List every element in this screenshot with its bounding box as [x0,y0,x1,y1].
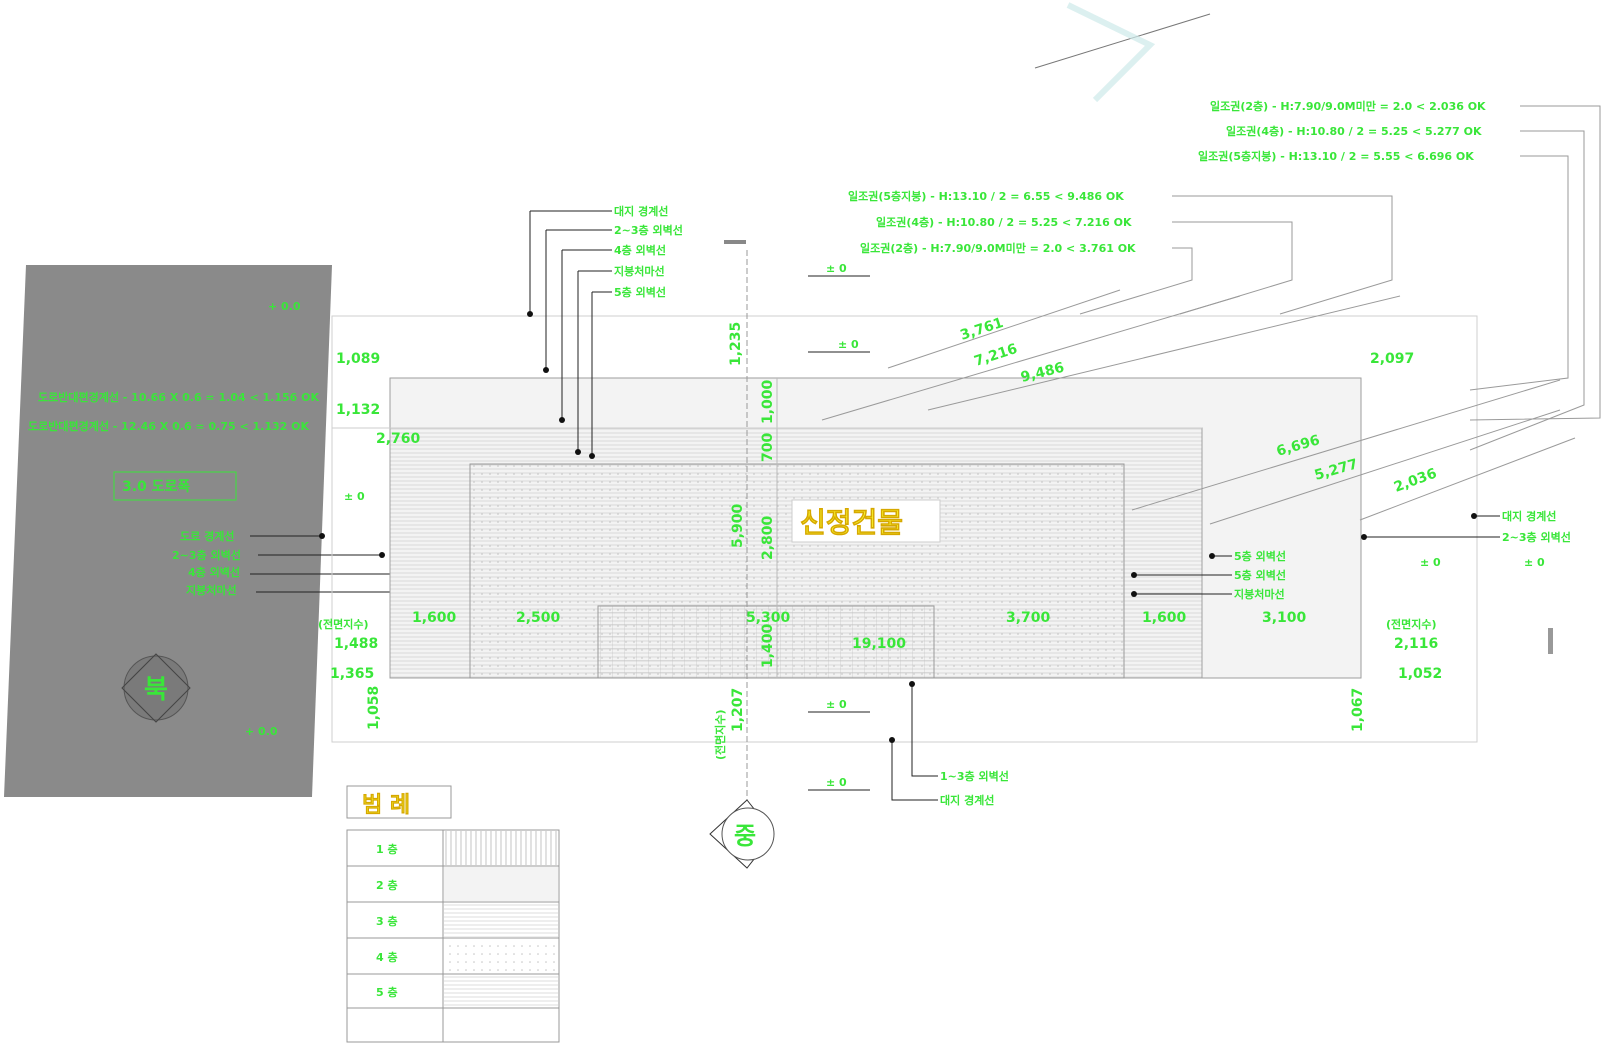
level-5: ± 0 [1524,556,1545,569]
setback-top-2: 일조권(4층) - H:10.80 / 2 = 5.25 < 5.277 OK [1226,124,1482,138]
level-1: ± 0 [826,262,847,275]
corner-left-label: (전면지수) [318,617,369,631]
dim-1600a: 1,600 [412,610,457,626]
legend-row-3: 3 층 [376,914,398,928]
level-marks: ± 0 ± 0 ± 0 ± 0 ± 0 ± 0 ± 0 [344,262,1545,791]
dim-1067: 1,067 [1350,688,1366,732]
corner-right-label: (전면지수) [1386,617,1437,631]
setback-mid-1: 일조권(5층지붕) - H:13.10 / 2 = 6.55 < 9.486 O… [848,189,1124,203]
bottom-callouts: 1~3층 외벽선 대지 경계선 [889,681,1009,807]
top-left-callouts: 대지 경계선 2~3층 외벽선 4층 외벽선 지붕처마선 5층 외벽선 [527,204,683,459]
far-right-label-2: 2~3층 외벽선 [1502,530,1571,544]
setback-notes-top: 일조권(2층) - H:7.90/9.0M미만 = 2.0 < 2.036 OK… [1198,99,1601,451]
north-compass: 북 [121,653,191,723]
north-arrow-decoration [1034,2,1211,103]
dim-1365: 1,365 [330,666,374,682]
grey-level-2: + 0.0 [245,725,278,738]
grey-note-2: 도로반대편경계선 - 12.46 X 0.6 = 0.75 < 1.132 OK [28,419,309,433]
road-width-label: 3.0 도로폭 [122,479,190,495]
grey-label-3: 4층 외벽선 [188,565,240,579]
dim-5900: 5,900 [730,503,746,548]
dim-1052: 1,052 [1398,666,1442,682]
dim-1235: 1,235 [728,322,744,366]
dim-1600b: 1,600 [1142,610,1187,626]
right-label-3: 지붕처마선 [1234,587,1285,601]
level-6: ± 0 [826,698,847,711]
dim-2036: 2,036 [1392,466,1439,496]
dim-1400: 1,400 [760,623,776,668]
dim-7216: 7,216 [972,341,1019,370]
legend-row-5: 5 층 [376,985,398,999]
grey-label-1: 도로 경계선 [180,529,234,543]
setback-top-1: 일조권(2층) - H:7.90/9.0M미만 = 2.0 < 2.036 OK [1210,99,1486,113]
center-marker: 중 [709,799,775,869]
setback-top-3: 일조권(5층지붕) - H:13.10 / 2 = 5.55 < 6.696 O… [1198,149,1474,163]
level-3: ± 0 [344,490,365,503]
legend-title: 범 례 [362,793,410,818]
dim-1089: 1,089 [336,351,380,367]
right-callouts: 5층 외벽선 5층 외벽선 지붕처마선 대지 경계선 2~3층 외벽선 [1131,509,1571,654]
tl-label-3: 4층 외벽선 [614,243,666,257]
road-width-box [113,471,237,501]
dim-700: 700 [760,433,776,462]
legend: 범 례 1 층 2 층 3 층 4 층 5 층 [346,785,560,1043]
legend-row-2: 2 층 [376,878,398,892]
setback-mid-3: 일조권(2층) - H:7.90/9.0M미만 = 2.0 < 3.761 OK [860,241,1136,255]
bottom-label-1: 1~3층 외벽선 [940,769,1009,783]
tl-label-5: 5층 외벽선 [614,285,666,299]
setback-mid-2: 일조권(4층) - H:10.80 / 2 = 5.25 < 7.216 OK [876,215,1132,229]
site-boundary [331,315,1478,743]
legend-row-1: 1 층 [376,842,398,856]
grey-label-4: 지붕처마선 [186,583,237,597]
center-symbol: 중 [734,822,756,850]
grey-label-2: 2~3층 외벽선 [172,548,241,562]
far-right-label-1: 대지 경계선 [1502,509,1556,523]
corner-bottom-label: (전면지수) [713,709,727,760]
dim-3100: 3,100 [1262,610,1307,626]
floor-1-footprint [597,605,935,679]
dim-19100: 19,100 [852,636,906,652]
dim-1132: 1,132 [336,402,380,418]
dim-1488: 1,488 [334,636,378,652]
dim-5300: 5,300 [746,610,791,626]
dim-2800: 2,800 [760,515,776,560]
tl-label-2: 2~3층 외벽선 [614,223,683,237]
dim-3700: 3,700 [1006,610,1051,626]
tl-label-4: 지붕처마선 [614,264,665,278]
bottom-label-2: 대지 경계선 [940,793,994,807]
tl-label-1: 대지 경계선 [614,204,668,218]
level-7: ± 0 [826,776,847,789]
level-2: ± 0 [838,338,859,351]
setback-notes-mid: 일조권(5층지붕) - H:13.10 / 2 = 6.55 < 9.486 O… [848,189,1393,315]
road-area [4,265,332,797]
grey-level-1: + 0.0 [268,300,301,313]
dim-3761: 3,761 [958,315,1005,344]
dim-2097: 2,097 [1370,351,1414,367]
building-label: 신정건물 [800,506,903,539]
right-label-2: 5층 외벽선 [1234,568,1286,582]
dim-1207: 1,207 [730,688,746,732]
legend-row-4: 4 층 [376,950,398,964]
north-symbol: 북 [144,675,168,705]
level-4: ± 0 [1420,556,1441,569]
building-label-box [791,499,941,543]
dim-1058: 1,058 [366,686,382,730]
dim-2500: 2,500 [516,610,561,626]
dim-2116: 2,116 [1394,636,1438,652]
dim-2760: 2,760 [376,431,421,447]
right-label-1: 5층 외벽선 [1234,549,1286,563]
dim-1000: 1,000 [760,379,776,424]
grey-note-1: 도로반대편경계선 - 10.66 X 0.6 = 1.04 < 1.156 OK [38,390,319,404]
